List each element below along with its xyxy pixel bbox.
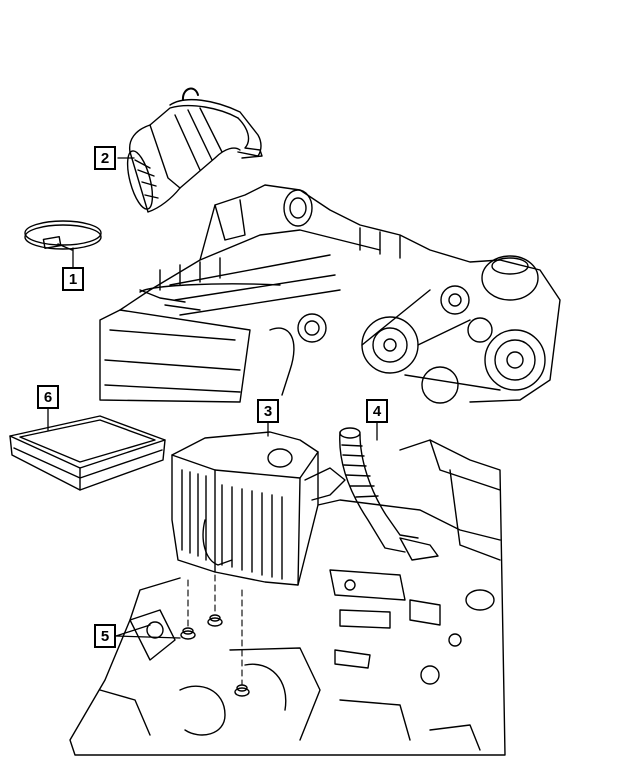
leader-lines <box>47 157 378 639</box>
grommets-part <box>180 574 250 697</box>
callout-3: 3 <box>257 399 279 423</box>
hose-clamp-part <box>24 220 102 251</box>
callout-1: 1 <box>62 267 84 291</box>
air-inlet-duct-part <box>126 87 263 213</box>
callout-4: 4 <box>366 399 388 423</box>
vehicle-body-structure <box>69 439 506 756</box>
callout-5: 5 <box>94 624 116 648</box>
intake-hose-part <box>339 427 439 561</box>
air-filter-element-part <box>9 415 166 491</box>
air-cleaner-housing-part <box>171 431 346 586</box>
callout-2: 2 <box>94 146 116 170</box>
callout-6: 6 <box>37 385 59 409</box>
engine-assembly <box>99 184 561 404</box>
